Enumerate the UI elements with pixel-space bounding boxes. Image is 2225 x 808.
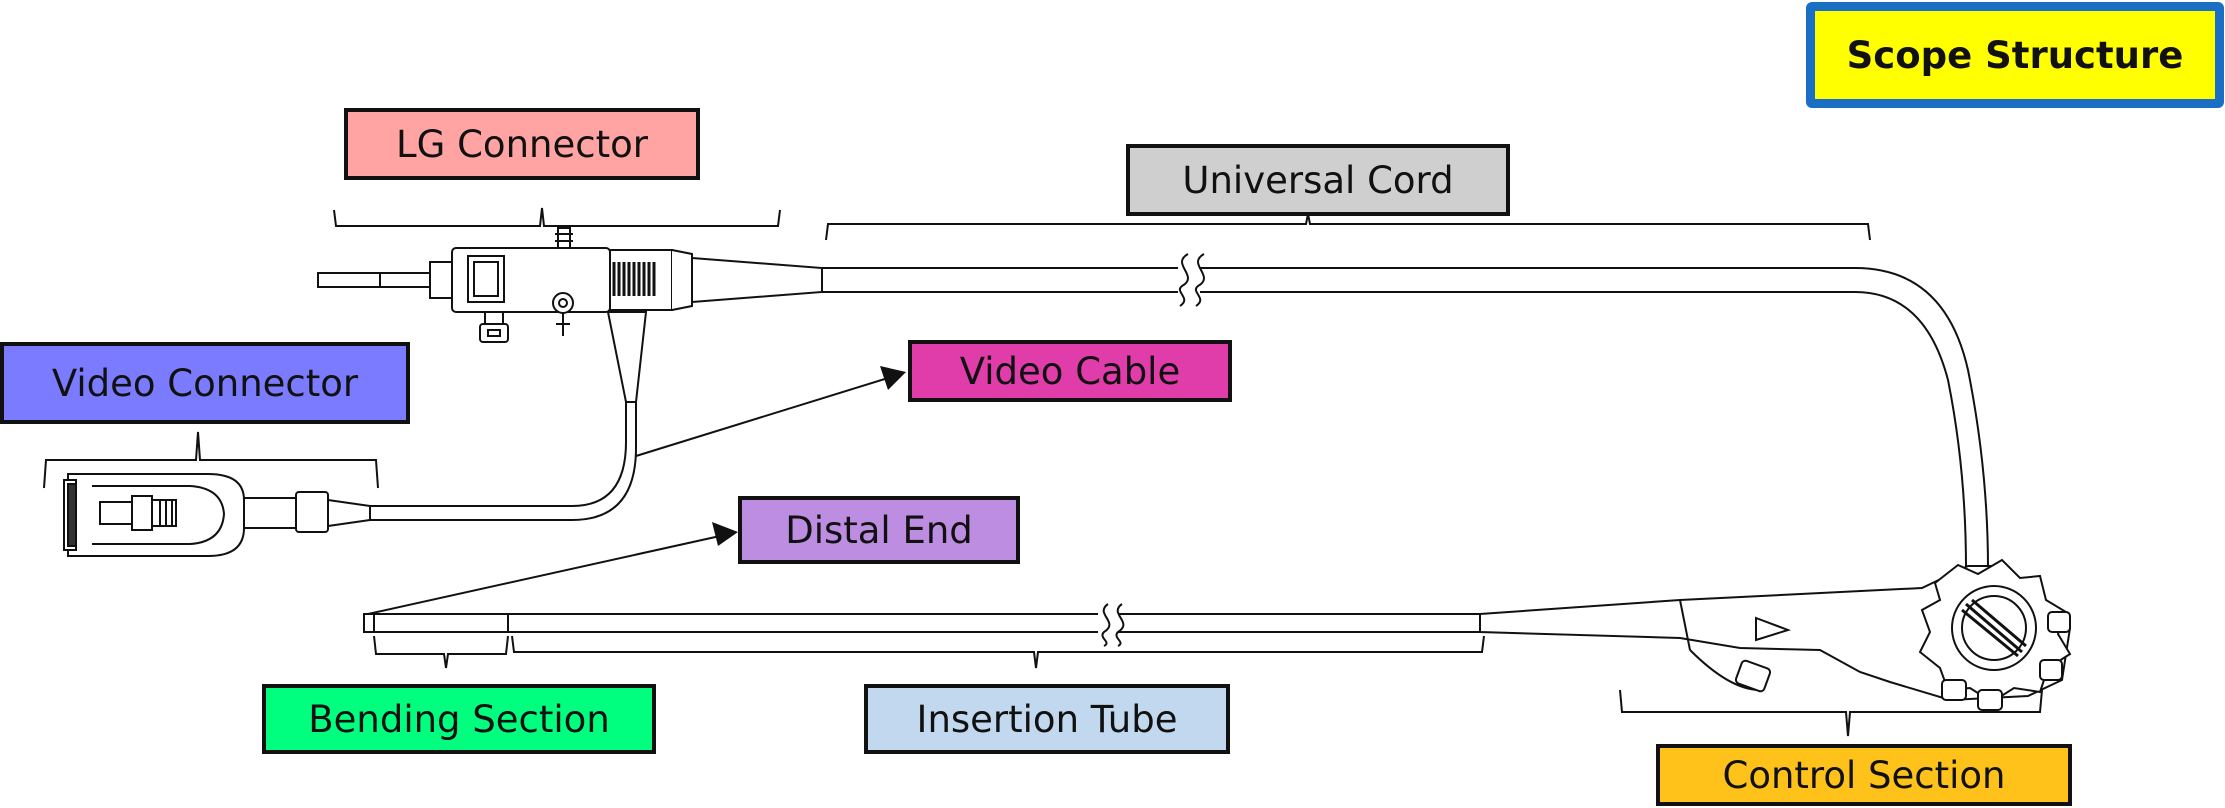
- bending-section-bracket: [373, 635, 509, 669]
- diagram-title: Scope Structure: [1806, 2, 2224, 108]
- video-cable-tube: [370, 402, 637, 521]
- insertion-tube-label: Insertion Tube: [864, 684, 1230, 754]
- distal-end-label: Distal End: [738, 496, 1020, 564]
- control-section-bracket: [1619, 689, 2043, 737]
- control-section-device: [1479, 558, 2072, 711]
- video-connector-device: [63, 473, 371, 557]
- video-connector-label: Video Connector: [0, 342, 410, 424]
- universal-cord-tube: [822, 267, 1989, 569]
- distal-end-arrow: [367, 535, 721, 615]
- lg-connector-bracket: [333, 207, 781, 227]
- bending-section-label: Bending Section: [262, 684, 656, 754]
- universal-cord-label: Universal Cord: [1126, 144, 1510, 216]
- control-section-label: Control Section: [1656, 744, 2072, 806]
- lg-connector-label: LG Connector: [344, 108, 700, 180]
- lg-connector-device: [317, 227, 823, 403]
- video-connector-bracket: [43, 431, 379, 489]
- insertion-tube-drawing: [363, 603, 1480, 647]
- video-cable-label: Video Cable: [908, 340, 1232, 402]
- insertion-tube-bracket: [511, 635, 1485, 669]
- universal-cord-bracket: [825, 213, 1871, 241]
- video-cable-arrow: [635, 377, 889, 457]
